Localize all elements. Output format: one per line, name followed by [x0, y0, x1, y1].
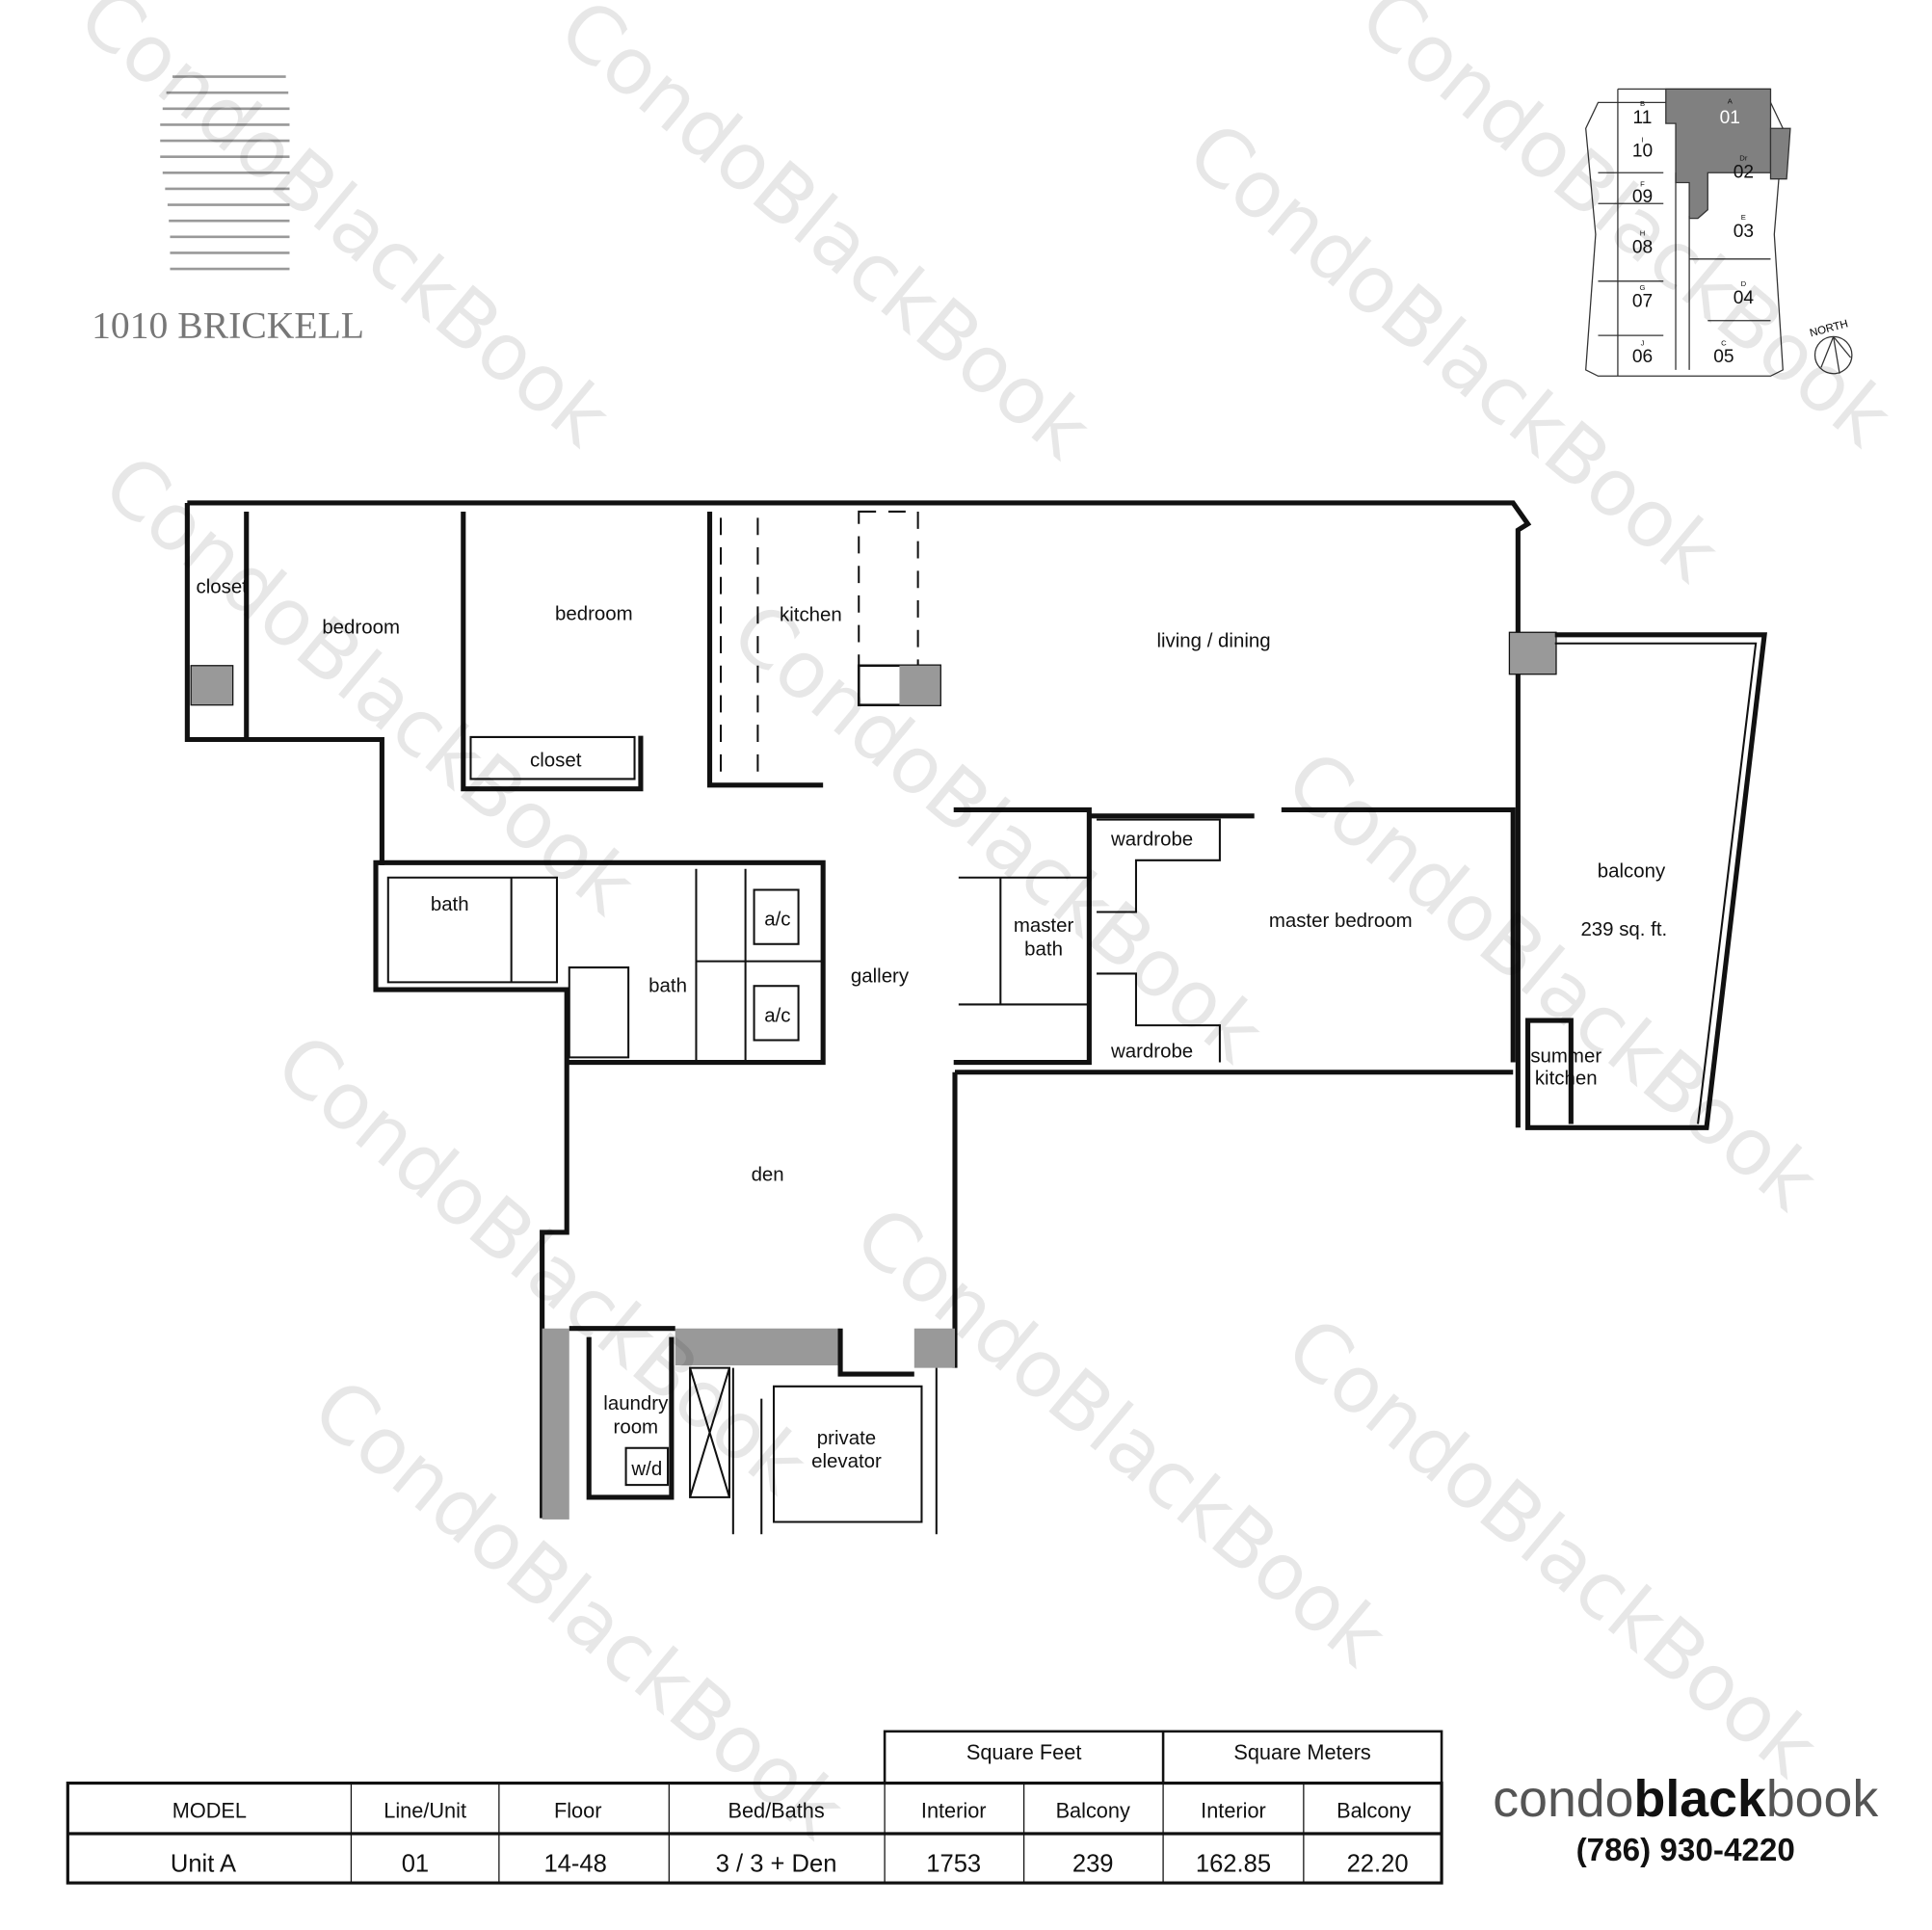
unit-letter: B	[1640, 99, 1645, 108]
logo-text: 1010 BRICKELL	[92, 304, 364, 347]
room-labels: closet bedroom bedroom closet kitchen li…	[196, 575, 1667, 1480]
room-label-summer-kitchen: kitchen	[1535, 1068, 1598, 1090]
header-square-meters: Square Meters	[1233, 1740, 1371, 1764]
unit-letter: J	[1641, 338, 1645, 347]
unit-number: 06	[1632, 347, 1653, 367]
header-floor: Floor	[554, 1798, 601, 1822]
cell-floor: 14-48	[543, 1851, 606, 1878]
brand-phone: (786) 930-4220	[1576, 1833, 1795, 1868]
cell-line-unit: 01	[402, 1851, 429, 1878]
room-label-private-elevator: elevator	[811, 1450, 882, 1472]
header-balcony-sqm: Balcony	[1337, 1798, 1411, 1822]
room-label-ac: a/c	[764, 1004, 790, 1026]
room-label-laundry: laundry	[603, 1392, 669, 1414]
header-model: MODEL	[172, 1798, 247, 1822]
unit-number: 09	[1632, 187, 1653, 207]
key-plan	[1585, 88, 1791, 377]
room-label-kitchen: kitchen	[780, 604, 842, 626]
unit-letter: E	[1741, 213, 1746, 222]
header-balcony-sqft: Balcony	[1056, 1798, 1130, 1822]
logo-1010-brickell: 1010 BRICKELL	[92, 75, 364, 347]
watermark-text: CondoBlackBook	[715, 586, 1281, 1081]
room-label-master-bath: bath	[1024, 938, 1063, 960]
watermark-text: CondoBlackBook	[1269, 733, 1835, 1229]
balcony-area: 239 sq. ft.	[1580, 918, 1667, 940]
room-label-laundry: room	[614, 1415, 659, 1438]
unit-number: 08	[1632, 237, 1653, 257]
unit-number: 02	[1734, 162, 1754, 182]
room-label-balcony: balcony	[1598, 860, 1666, 883]
cell-balcony-sqft: 239	[1072, 1851, 1114, 1878]
cell-interior-sqm: 162.85	[1196, 1851, 1271, 1878]
unit-number: 04	[1734, 288, 1755, 308]
header-interior-sqm: Interior	[1201, 1798, 1266, 1822]
room-label-wardrobe: wardrobe	[1110, 828, 1193, 850]
cell-interior-sqft: 1753	[926, 1851, 981, 1878]
unit-letter: D	[1741, 279, 1747, 288]
room-label-master-bath: master	[1014, 914, 1074, 937]
unit-info-table: Square Feet Square Meters MODEL Line/Uni…	[66, 1730, 1443, 1885]
header-square-feet: Square Feet	[966, 1740, 1082, 1764]
unit-letter: I	[1641, 135, 1643, 144]
unit-letter: H	[1640, 229, 1646, 238]
unit-letter: G	[1640, 283, 1646, 292]
header-interior-sqft: Interior	[921, 1798, 987, 1822]
room-label-ac: a/c	[764, 909, 790, 931]
header-bed-baths: Bed/Baths	[728, 1798, 824, 1822]
cell-model: Unit A	[171, 1851, 236, 1878]
cell-balcony-sqm: 22.20	[1347, 1851, 1409, 1878]
floor-plan	[184, 500, 1767, 1535]
room-label-living-dining: living / dining	[1156, 630, 1270, 652]
brand-logo: condoblackbook	[1493, 1770, 1878, 1828]
room-label-bedroom: bedroom	[555, 602, 633, 624]
room-label-bath: bath	[431, 893, 469, 915]
unit-letter: Dr	[1739, 154, 1748, 163]
unit-number: 03	[1734, 222, 1754, 242]
room-label-closet: closet	[196, 575, 248, 597]
unit-number: 07	[1632, 292, 1653, 312]
watermark-text: CondoBlackBook	[1343, 0, 1909, 465]
unit-number: 10	[1632, 142, 1653, 162]
room-label-summer-kitchen: summer	[1530, 1045, 1601, 1068]
room-label-bedroom: bedroom	[322, 617, 400, 639]
header-line-unit: Line/Unit	[384, 1798, 466, 1822]
room-label-gallery: gallery	[851, 965, 910, 987]
watermark-text: CondoBlackBook	[543, 0, 1108, 477]
unit-number: 11	[1633, 108, 1653, 128]
unit-letter: A	[1728, 97, 1734, 106]
watermark-text: CondoBlackBook	[837, 1189, 1403, 1684]
watermark-text: CondoBlackBook	[62, 0, 627, 465]
unit-number: 05	[1713, 347, 1734, 367]
room-label-den: den	[752, 1163, 784, 1185]
unit-number-selected: 01	[1720, 108, 1740, 128]
room-label-private-elevator: private	[817, 1427, 876, 1449]
cell-bed-baths: 3 / 3 + Den	[716, 1851, 837, 1878]
watermark-text: CondoBlackBook	[1269, 1300, 1835, 1795]
watermark-text: CondoBlackBook	[86, 437, 651, 933]
room-label-wardrobe: wardrobe	[1110, 1040, 1193, 1062]
room-label-closet: closet	[530, 750, 582, 772]
washer-dryer-label: w/d	[630, 1458, 662, 1480]
room-label-bath: bath	[648, 975, 687, 997]
unit-letter: F	[1640, 179, 1645, 188]
unit-letter: C	[1721, 338, 1727, 347]
room-label-master-bedroom: master bedroom	[1269, 910, 1413, 932]
condoblackbook-brand: condoblackbook (786) 930-4220	[1493, 1770, 1878, 1868]
